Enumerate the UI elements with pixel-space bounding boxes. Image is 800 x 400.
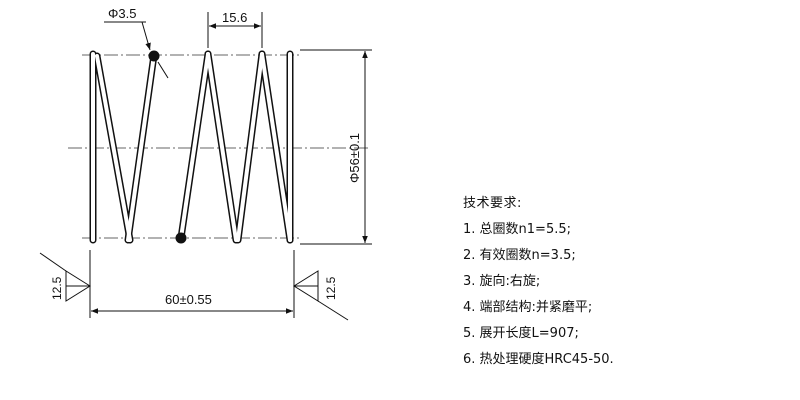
wire-section-top [148,50,160,62]
left-end-symbol [39,252,91,302]
left-end-angle-label: 12.5 [50,276,64,300]
tech-requirement-item: 3. 旋向:右旋; [463,274,541,289]
tech-requirements-title: 技术要求: [463,196,522,211]
tech-requirement-item: 4. 端部结构:并紧磨平; [463,300,593,315]
right-end-symbol [293,270,349,321]
wire-diameter-leader [104,21,169,79]
outer-diameter-dimension [300,49,372,245]
tech-requirement-item: 5. 展开长度L=907; [463,326,579,341]
wire-diameter-label: Φ3.5 [108,6,136,21]
right-end-angle-label: 12.5 [324,276,338,300]
pitch-label: 15.6 [222,10,247,25]
tech-requirement-item: 2. 有效圈数n=3.5; [463,248,576,263]
outer-diameter-label: Φ56±0.1 [347,133,362,183]
tech-requirement-item: 6. 热处理硬度HRC45-50. [463,352,614,367]
length-label: 60±0.55 [165,292,212,307]
spring-coils [89,50,294,244]
pitch-dimension [207,12,263,48]
technical-requirements: 技术要求: 1. 总圈数n1=5.5; 2. 有效圈数n=3.5; 3. 旋向:… [463,192,614,377]
wire-section-bottom [175,232,187,244]
tech-requirement-item: 1. 总圈数n1=5.5; [463,222,571,237]
length-dimension [89,250,295,318]
